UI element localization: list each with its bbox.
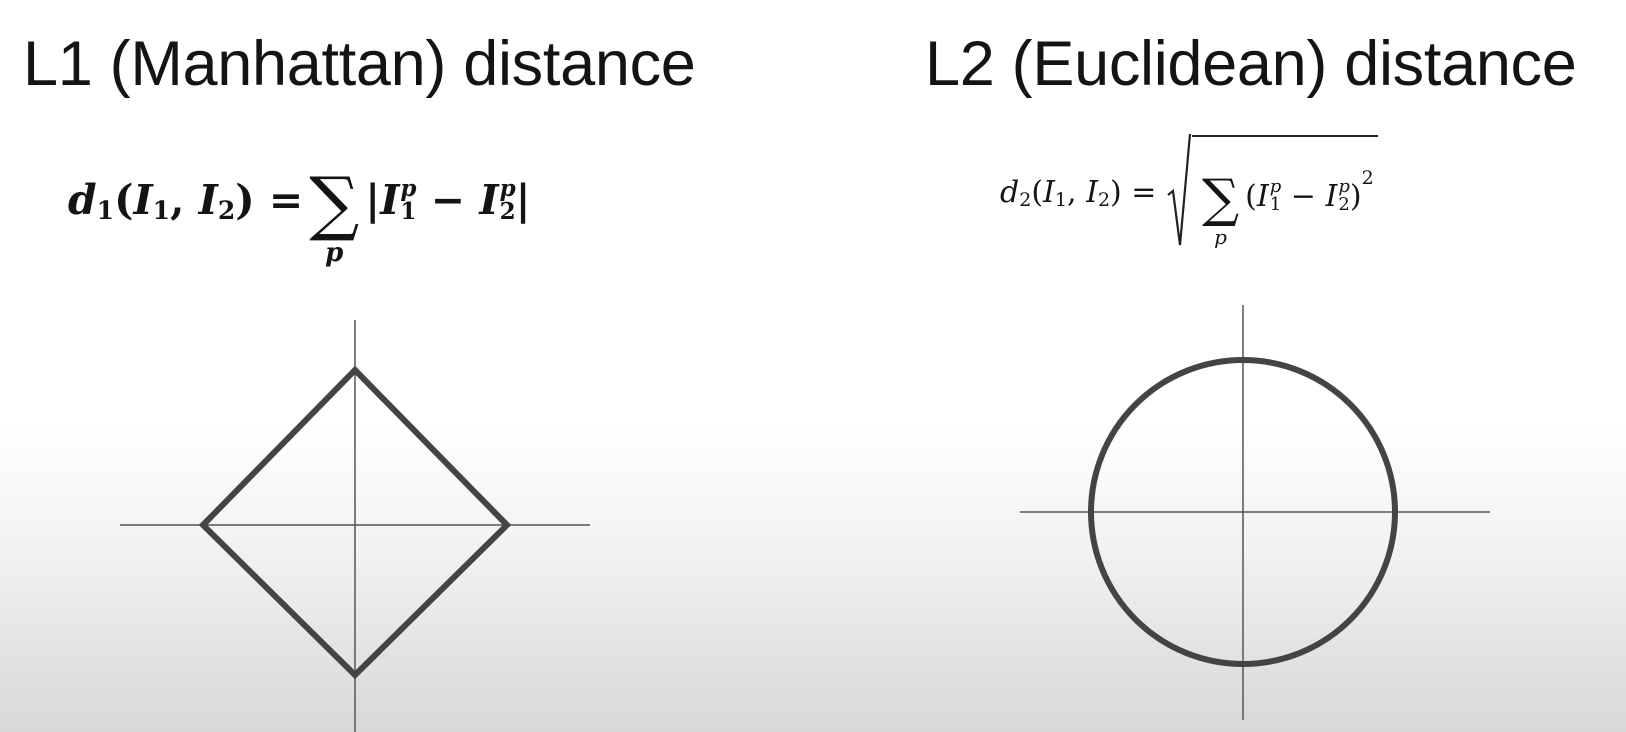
l1-formula-term2-sub: 2	[499, 198, 516, 225]
l2-formula-sum-index: p	[1214, 225, 1227, 249]
l1-formula-close-paren: )	[235, 176, 255, 224]
l1-formula-i1-sub: 1	[152, 195, 171, 225]
l1-formula-term1: I	[380, 176, 400, 224]
l2-formula-i1-sub: 1	[1054, 189, 1067, 211]
l1-formula-i2: I	[198, 176, 218, 224]
l1-formula-d: d	[68, 176, 97, 224]
l2-formula-term2-sub: 2	[1338, 194, 1350, 215]
l2-formula-inner-close: )	[1349, 178, 1362, 214]
l2-formula-term2-sup: p	[1338, 176, 1350, 197]
l2-formula-sum: ∑ p	[1202, 173, 1239, 247]
l2-sqrt-sign-icon	[1167, 133, 1192, 246]
l1-formula-d-sub: 1	[96, 195, 115, 225]
l2-formula-minus: −	[1290, 178, 1316, 214]
l2-formula-i1: I	[1043, 174, 1055, 210]
l1-formula-sigma: ∑	[309, 162, 360, 244]
l2-formula-equals: =	[1131, 174, 1157, 210]
l2-formula-term1: I	[1256, 178, 1269, 214]
l1-formula-comma: ,	[170, 176, 185, 224]
l1-formula-i2-sub: 2	[217, 195, 236, 225]
l2-formula-sigma: ∑	[1201, 169, 1240, 229]
l1-formula-abs-close: |	[515, 176, 531, 224]
l1-formula-term1-sup: p	[400, 175, 417, 202]
l1-diamond-diagram	[120, 320, 590, 732]
l2-formula-d: d	[1000, 174, 1020, 210]
l1-formula-sum-index: p	[325, 238, 344, 268]
l2-formula-d-sub: 2	[1019, 189, 1032, 211]
l1-formula-term2: I	[479, 176, 499, 224]
l2-formula-inner-open: (	[1245, 178, 1257, 214]
l2-circle-diagram	[1020, 305, 1490, 720]
l2-formula-comma: ,	[1066, 174, 1077, 210]
l1-formula-term1-sub: 1	[400, 198, 417, 225]
l2-formula-term2: I	[1325, 178, 1338, 214]
l2-formula-i2-sub: 2	[1097, 189, 1111, 211]
l2-title: L2 (Euclidean) distance	[925, 29, 1577, 99]
l1-formula-open-paren: (	[114, 176, 134, 224]
l1-formula-sum: ∑ p	[309, 168, 359, 266]
l2-unit-circle	[1088, 357, 1398, 667]
l2-formula-i2: I	[1086, 174, 1098, 210]
l1-title: L1 (Manhattan) distance	[23, 29, 696, 99]
l1-formula-i1: I	[133, 176, 153, 224]
l2-formula-term1-sup: p	[1269, 176, 1282, 197]
l1-unit-diamond	[198, 365, 512, 680]
l2-formula-term1-sub: 1	[1269, 194, 1282, 215]
l1-formula-term2-sup: p	[499, 175, 516, 202]
l2-formula-open-paren: (	[1031, 174, 1044, 210]
l1-formula-minus: −	[430, 176, 466, 224]
l2-formula-square: 2	[1361, 167, 1374, 189]
l2-formula-close-paren: )	[1110, 174, 1122, 210]
l1-formula-abs-open: |	[365, 176, 381, 224]
l1-formula-equals: =	[268, 176, 304, 224]
